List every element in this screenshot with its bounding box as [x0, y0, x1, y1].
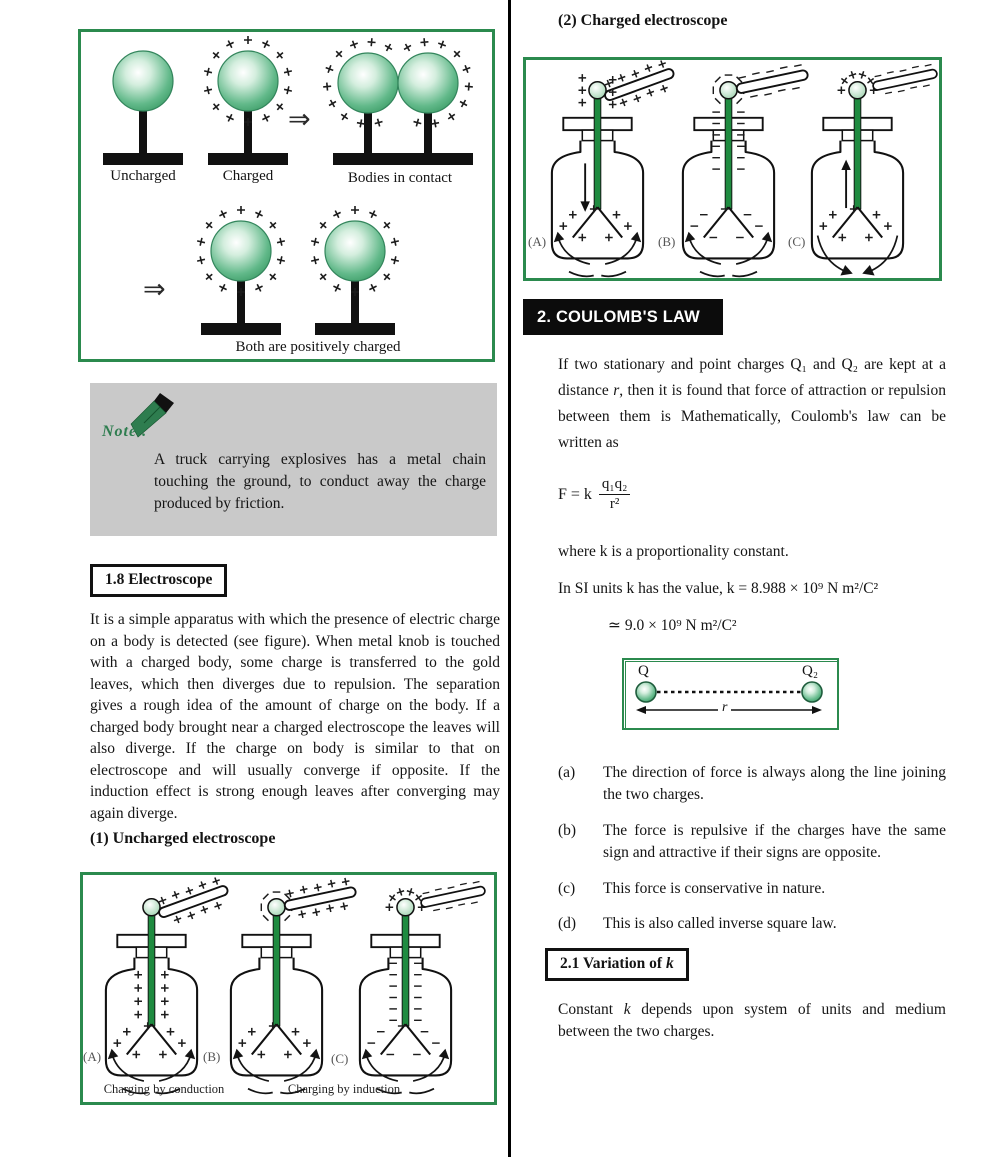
electroscope-induction-negative-rod	[358, 893, 472, 1095]
charged-electroscope-figure: (A) (B) (C)	[523, 57, 942, 281]
formula-fraction: q₁q₂ r²	[598, 476, 631, 513]
charge-distance-figure: Q Q₂ r	[622, 658, 839, 730]
charge-distance-inner-frame: Q Q₂ r	[625, 661, 838, 729]
label-b: (B)	[203, 1049, 221, 1064]
variable-k: k	[665, 955, 674, 972]
variable-k: k	[623, 1001, 631, 1018]
note-script-label: Note..	[102, 423, 148, 440]
coulombs-law-title: 2. COULOMB'S LAW	[537, 308, 700, 326]
coulombs-law-banner: 2. COULOMB'S LAW	[523, 299, 723, 335]
label-c: (C)	[331, 1051, 349, 1066]
charged-scope-a	[550, 76, 664, 278]
charged-scope-b	[681, 76, 795, 278]
label-c: (C)	[788, 234, 806, 249]
section-1-8-title: 1.8 Electroscope	[105, 571, 213, 588]
note-box: Note.. A truck carrying explosives has a…	[90, 383, 497, 536]
charged-electroscope-heading: (2) Charged electroscope	[558, 12, 728, 29]
coulomb-formula: F = k q₁q₂ r²	[558, 476, 631, 513]
charge-distance-graphic	[635, 681, 823, 714]
contact-figure-graphic	[103, 32, 492, 335]
coulomb-point-b: (b) The force is repulsive if the charge…	[558, 822, 946, 861]
implies-arrow: ⇒	[288, 104, 311, 135]
label-uncharged: Uncharged	[110, 168, 176, 184]
label-a: (A)	[83, 1049, 102, 1064]
variation-of-k-paragraph: Constant k depends upon system of units …	[558, 1001, 946, 1040]
note-text: A truck carrying explosives has a metal …	[154, 451, 486, 512]
label-b: (B)	[658, 234, 676, 249]
pen-icon	[130, 393, 174, 438]
implies-arrow: ⇒	[143, 274, 166, 305]
contact-charging-figure: ⇒ ⇒ Uncharged Charged Bodies in contact …	[78, 29, 495, 362]
charge-q2-label: Q₂	[802, 663, 819, 679]
electroscope-paragraph: It is a simple apparatus with which the …	[90, 611, 500, 822]
caption-conduction: Charging by conduction	[103, 1082, 225, 1096]
formula-denominator: r²	[609, 496, 620, 512]
variable-r: r	[613, 382, 620, 399]
uncharged-electroscope-heading: (1) Uncharged electroscope	[90, 830, 276, 847]
section-2-1-heading: 2.1 Variation of k	[545, 948, 689, 981]
where-k-line: where k is a proportionality constant.	[558, 543, 789, 560]
coulomb-point-a: (a) The direction of force is always alo…	[558, 764, 946, 803]
coulomb-point-d: (d) This is also called inverse square l…	[558, 915, 837, 932]
uncharged-electroscope-figure: (A) (B) (C) Charging by conduction Charg…	[80, 872, 497, 1105]
charge-q1-label: Q	[638, 663, 649, 679]
distance-r-label: r	[718, 700, 732, 716]
si-units-line: In SI units k has the value, k = 8.988 ×…	[558, 580, 879, 597]
label-bodies-in-contact: Bodies in contact	[347, 170, 453, 186]
formula-lhs: F = k	[558, 485, 592, 503]
section-1-8-heading: 1.8 Electroscope	[90, 564, 228, 597]
formula-numerator: q₁q₂	[598, 476, 631, 495]
approx-value-line: ≃ 9.0 × 10⁹ N m²/C²	[608, 617, 737, 634]
caption-both-positively-charged: Both are positively charged	[235, 339, 401, 355]
coulomb-intro-paragraph: If two stationary and point charges Q₁ a…	[558, 356, 946, 451]
column-divider	[508, 0, 511, 1157]
electroscope-conduction	[104, 893, 218, 1095]
charged-scope-c	[810, 76, 924, 277]
coulomb-point-c: (c) This force is conservative in nature…	[558, 880, 826, 897]
label-charged: Charged	[222, 168, 274, 184]
electroscope-induction-positive-rod	[229, 893, 343, 1095]
caption-induction: Charging by induction	[287, 1082, 401, 1096]
label-a: (A)	[528, 234, 547, 249]
